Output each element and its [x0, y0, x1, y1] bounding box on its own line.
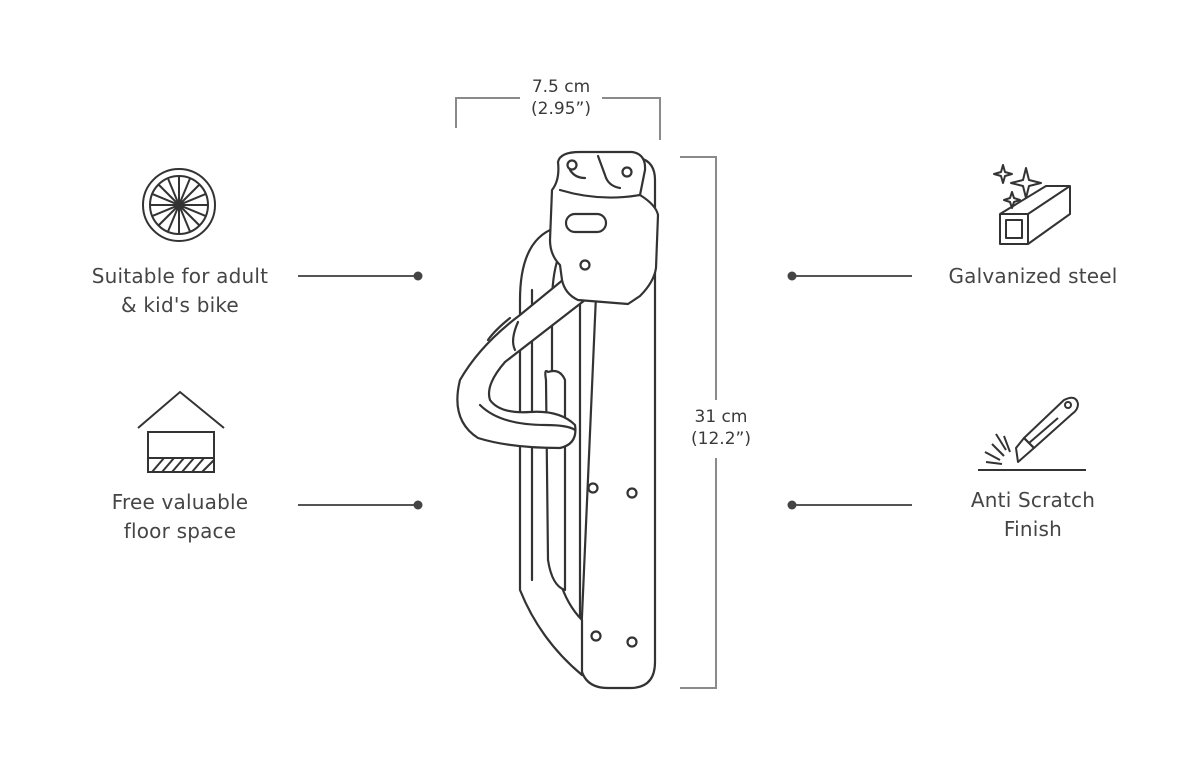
feature-label-scratch: Anti Scratch Finish: [970, 488, 1096, 541]
leader-lines: [298, 275, 912, 506]
bike-hook-illustration: [456, 150, 660, 690]
utility-knife-icon: [978, 396, 1086, 471]
feature-label-bike: Suitable for adult & kid's bike: [91, 264, 269, 317]
height-imperial: (12.2”): [691, 429, 751, 449]
width-imperial: (2.95”): [531, 99, 591, 119]
steel-beam-icon: [993, 164, 1071, 245]
width-metric: 7.5 cm: [531, 77, 591, 97]
width-dimension-label: 7.5 cm (2.95”): [500, 76, 622, 120]
bicycle-wheel-icon: [142, 168, 216, 242]
width-dimension-bracket: [455, 97, 661, 140]
height-dimension-bracket: [680, 156, 717, 689]
height-metric: 31 cm: [694, 407, 748, 427]
feature-label-steel: Galvanized steel: [948, 264, 1118, 288]
leader-dots: [413, 271, 797, 510]
height-dimension-label: 31 cm (12.2”): [676, 406, 766, 450]
feature-label-floor: Free valuable floor space: [111, 490, 249, 543]
house-floor-icon: [137, 390, 225, 473]
